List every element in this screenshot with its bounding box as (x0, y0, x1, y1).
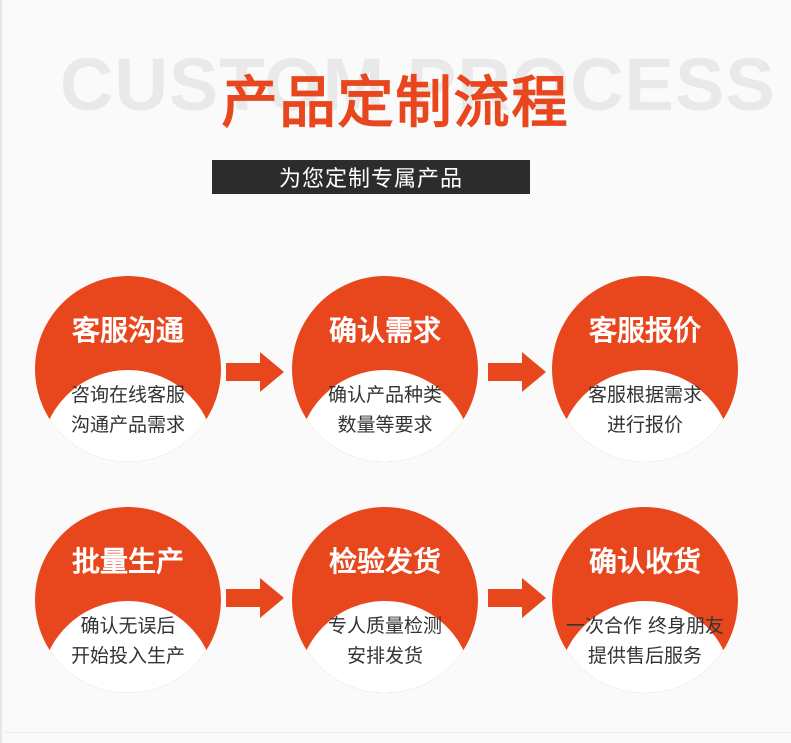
step-title: 检验发货 (328, 545, 441, 578)
step-desc-line: 进行报价 (606, 414, 683, 436)
step-desc-line: 专人质量检测 (327, 615, 442, 637)
step-desc-line: 确认产品种类 (327, 384, 442, 406)
step-title: 确认收货 (588, 545, 701, 578)
subtitle-banner: 为您定制专属产品 (212, 160, 530, 194)
step-desc-line: 咨询在线客服 (70, 384, 185, 406)
arrow-right-icon (488, 352, 546, 392)
step-desc-line: 开始投入生产 (70, 645, 185, 667)
step-circle-5: 检验发货 专人质量检测 安排发货 (292, 507, 478, 693)
page-title: 产品定制流程 (221, 71, 570, 136)
step-desc-line: 数量等要求 (337, 414, 433, 436)
subtitle-text: 为您定制专属产品 (278, 167, 463, 192)
step-description: 确认无误后 开始投入生产 (35, 611, 221, 671)
step-description: 确认产品种类 数量等要求 (292, 380, 478, 440)
step-desc-line: 一次合作 终身朋友 (565, 615, 725, 637)
step-description: 咨询在线客服 沟通产品需求 (35, 380, 221, 440)
step-desc-line: 安排发货 (346, 645, 423, 667)
step-title: 客服报价 (588, 314, 701, 347)
step-desc-line: 沟通产品需求 (70, 414, 185, 436)
step-circle-6: 确认收货 一次合作 终身朋友 提供售后服务 (552, 507, 738, 693)
step-description: 一次合作 终身朋友 提供售后服务 (552, 611, 738, 671)
background-watermark-text: CUSTOM PROCESS (60, 43, 776, 126)
step-circle-2: 确认需求 确认产品种类 数量等要求 (292, 276, 478, 462)
step-title: 客服沟通 (71, 314, 184, 347)
bottom-divider (0, 732, 791, 733)
step-circle-1: 客服沟通 咨询在线客服 沟通产品需求 (35, 276, 221, 462)
step-description: 专人质量检测 安排发货 (292, 611, 478, 671)
arrow-right-icon (488, 578, 546, 618)
left-divider (0, 0, 2, 743)
step-description: 客服根据需求 进行报价 (552, 380, 738, 440)
step-circle-4: 批量生产 确认无误后 开始投入生产 (35, 507, 221, 693)
step-title: 确认需求 (328, 314, 441, 347)
arrow-right-icon (226, 352, 284, 392)
step-desc-line: 提供售后服务 (587, 645, 702, 667)
step-circle-3: 客服报价 客服根据需求 进行报价 (552, 276, 738, 462)
step-title: 批量生产 (71, 545, 184, 578)
step-desc-line: 客服根据需求 (587, 384, 702, 406)
arrow-right-icon (226, 578, 284, 618)
step-desc-line: 确认无误后 (80, 615, 176, 637)
